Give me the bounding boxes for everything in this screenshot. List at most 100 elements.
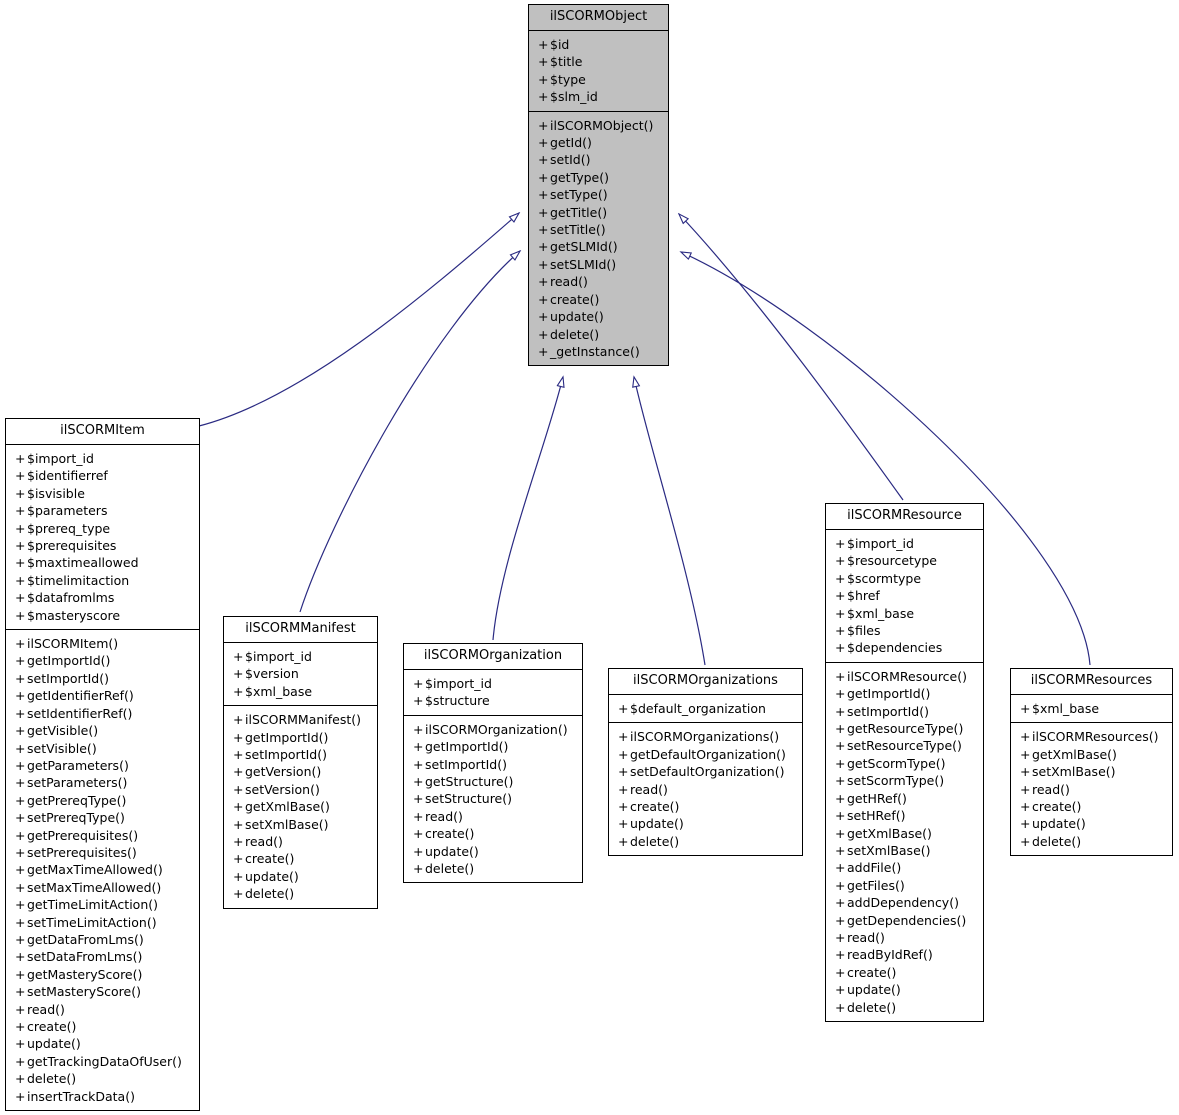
class-member-row: +$prereq_type — [15, 520, 111, 536]
methods-section-ilscormresource: +ilSCORMResource()+getImportId()+setImpo… — [826, 663, 983, 1021]
visibility-marker: + — [413, 693, 424, 709]
visibility-marker: + — [538, 256, 549, 272]
visibility-marker: + — [835, 929, 846, 945]
class-member-row: +setVisible() — [15, 740, 97, 756]
visibility-marker: + — [233, 747, 244, 763]
class-box-ilscormresource[interactable]: ilSCORMResource +$import_id+$resourcetyp… — [825, 503, 984, 1022]
visibility-marker: + — [233, 764, 244, 780]
class-member-row: +$xml_base — [1020, 701, 1100, 716]
class-separator — [224, 705, 377, 707]
class-member-row: +$scormtype — [835, 570, 922, 586]
class-member-row: +setStructure() — [413, 791, 513, 807]
class-member-row: +$xml_base — [835, 605, 915, 621]
visibility-marker: + — [15, 1071, 26, 1087]
visibility-marker: + — [15, 503, 26, 519]
attributes-section-ilscormorganization: +$import_id+$structure — [404, 670, 582, 715]
attributes-section-ilscormitem: +$import_id+$identifierref+$isvisible+$p… — [6, 445, 199, 629]
class-member-row: +getXmlBase() — [233, 799, 330, 815]
class-member-row: +getMasteryScore() — [15, 966, 143, 982]
visibility-marker: + — [15, 636, 26, 652]
visibility-marker: + — [15, 468, 26, 484]
visibility-marker: + — [15, 792, 26, 808]
visibility-marker: + — [835, 982, 846, 998]
visibility-marker: + — [835, 738, 846, 754]
class-member-row: +update() — [1020, 816, 1086, 832]
class-box-ilscormmanifest[interactable]: ilSCORMManifest +$import_id+$version+$xm… — [223, 616, 378, 909]
visibility-marker: + — [15, 555, 26, 571]
class-member-row: +setParameters() — [15, 775, 128, 791]
visibility-marker: + — [15, 897, 26, 913]
methods-section-ilscormitem: +ilSCORMItem()+getImportId()+setImportId… — [6, 630, 199, 1110]
class-box-ilscormobject[interactable]: ilSCORMObject +$id+$title+$type+$slm_id … — [528, 4, 669, 367]
class-member-row: +getXmlBase() — [1020, 746, 1117, 762]
class-member-row: +setXmlBase() — [1020, 764, 1116, 780]
class-title-ilscormorganization: ilSCORMOrganization — [423, 648, 563, 663]
class-separator — [6, 629, 199, 631]
class-member-row: +setDefaultOrganization() — [618, 764, 785, 780]
visibility-marker: + — [1020, 701, 1031, 716]
class-member-row: +$default_organization — [618, 701, 766, 716]
class-member-row: +insertTrackData() — [15, 1088, 135, 1104]
class-member-row: +$version — [233, 666, 299, 682]
visibility-marker: + — [413, 808, 424, 824]
visibility-marker: + — [413, 791, 424, 807]
class-box-ilscormorganization[interactable]: ilSCORMOrganization +$import_id+$structu… — [403, 643, 583, 884]
methods-section-ilscormorganization: +ilSCORMOrganization()+getImportId()+set… — [404, 716, 582, 883]
class-member-row: +setImportId() — [233, 747, 327, 763]
methods-section-ilscormmanifest: +ilSCORMManifest()+getImportId()+setImpo… — [224, 706, 377, 907]
visibility-marker: + — [835, 947, 846, 963]
visibility-marker: + — [835, 755, 846, 771]
class-member-row: +setResourceType() — [835, 738, 962, 754]
visibility-marker: + — [1020, 816, 1031, 832]
class-member-row: +getParameters() — [15, 757, 129, 773]
visibility-marker: + — [233, 816, 244, 832]
visibility-marker: + — [233, 729, 244, 745]
visibility-marker: + — [618, 799, 629, 815]
visibility-marker: + — [538, 89, 549, 105]
visibility-marker: + — [835, 553, 846, 569]
visibility-marker: + — [233, 649, 244, 664]
class-member-row: +$import_id — [413, 676, 492, 691]
visibility-marker: + — [15, 1088, 26, 1104]
class-member-row: +setId() — [538, 152, 591, 168]
class-member-row: +getDataFromLms() — [15, 931, 144, 947]
class-title-ilscormitem: ilSCORMItem — [60, 423, 145, 438]
visibility-marker: + — [538, 152, 549, 168]
visibility-marker: + — [15, 572, 26, 588]
class-member-row: +setImportId() — [835, 703, 929, 719]
visibility-marker: + — [835, 721, 846, 737]
visibility-marker: + — [233, 666, 244, 682]
class-member-row: +getPrereqType() — [15, 792, 127, 808]
visibility-marker: + — [618, 781, 629, 797]
class-member-row: +setSLMId() — [538, 256, 617, 272]
edge-ilscormresource-to-ilscormobject — [679, 214, 904, 501]
class-member-row: +ilSCORMOrganizations() — [618, 729, 780, 745]
visibility-marker: + — [233, 851, 244, 867]
visibility-marker: + — [15, 688, 26, 704]
visibility-marker: + — [15, 485, 26, 501]
class-separator — [1011, 694, 1172, 695]
class-member-row: +update() — [835, 982, 901, 998]
attributes-section-ilscormmanifest: +$import_id+$version+$xml_base — [224, 643, 377, 705]
visibility-marker: + — [538, 326, 549, 342]
visibility-marker: + — [538, 309, 549, 325]
class-separator — [529, 30, 668, 31]
class-member-row: +$import_id — [15, 451, 94, 466]
class-member-row: +setDataFromLms() — [15, 949, 143, 965]
edge-ilscormorganizations-to-ilscormobject — [634, 377, 706, 666]
class-box-ilscormresources[interactable]: ilSCORMResources +$xml_base +ilSCORMReso… — [1010, 668, 1173, 857]
visibility-marker: + — [233, 683, 244, 699]
class-member-row: +update() — [618, 816, 684, 832]
visibility-marker: + — [835, 588, 846, 604]
attributes-section-ilscormresource: +$import_id+$resourcetype+$scormtype+$hr… — [826, 530, 983, 662]
class-box-ilscormorganizations[interactable]: ilSCORMOrganizations +$default_organizat… — [608, 668, 803, 857]
class-member-row: +setIdentifierRef() — [15, 705, 133, 721]
visibility-marker: + — [15, 670, 26, 686]
class-member-row: +delete() — [1020, 833, 1082, 849]
class-member-row: +getId() — [538, 135, 592, 151]
class-member-row: +getImportId() — [413, 739, 509, 755]
class-member-row: +getDependencies() — [835, 912, 967, 928]
class-box-ilscormitem[interactable]: ilSCORMItem +$import_id+$identifierref+$… — [5, 418, 200, 1112]
visibility-marker: + — [413, 739, 424, 755]
class-member-row: +delete() — [618, 833, 680, 849]
